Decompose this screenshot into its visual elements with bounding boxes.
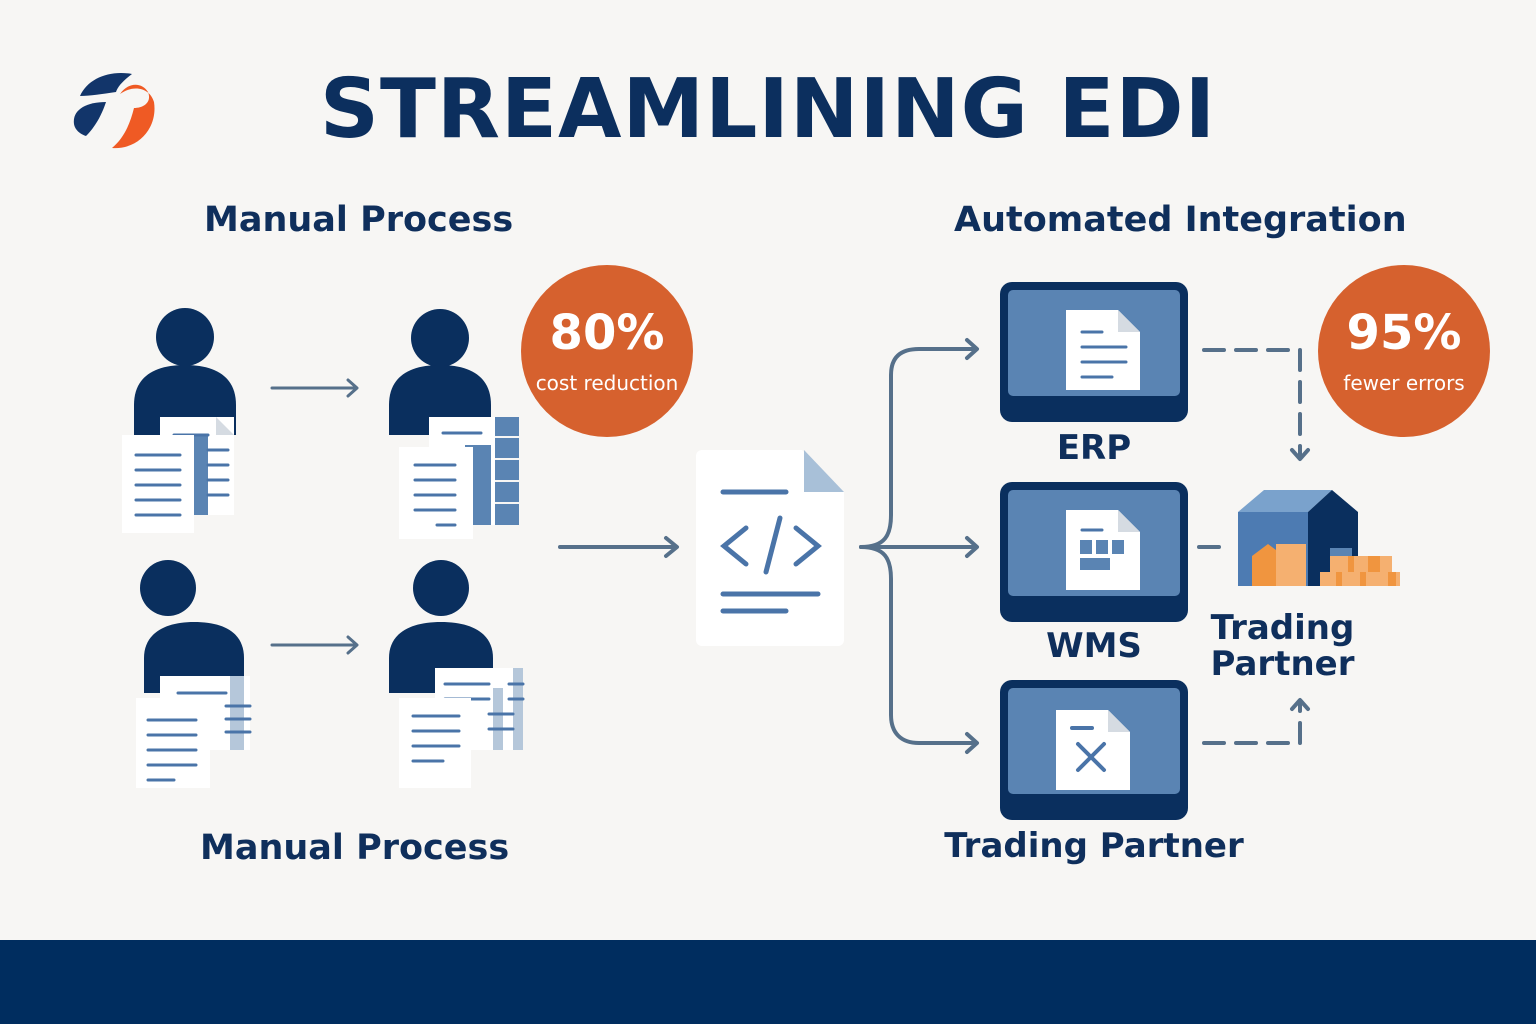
- person-with-documents-icon: [122, 308, 236, 533]
- dashed-arrow-up-icon: [1202, 698, 1310, 745]
- wms-label: WMS: [1046, 626, 1142, 666]
- fewer-errors-badge: 95% fewer errors: [1318, 265, 1490, 437]
- manual-process-caption: Manual Process: [200, 828, 510, 868]
- person-with-documents-icon: [136, 560, 252, 788]
- trading-partner-label-line1: Trading: [1210, 608, 1355, 648]
- dashed-arrow-down-icon: [1202, 348, 1310, 461]
- trading-partner-label: Trading Partner: [944, 826, 1244, 866]
- person-with-documents-icon: [389, 309, 519, 539]
- arrow-right-icon: [558, 536, 679, 558]
- arrow-right-icon: [270, 378, 359, 398]
- trading-partner-system-icon: [1000, 680, 1188, 820]
- dash-connector-icon: [1197, 545, 1221, 549]
- erp-system-icon: [1000, 282, 1188, 422]
- fewer-errors-caption: fewer errors: [1343, 371, 1465, 395]
- trading-partner-label-line2: Partner: [1210, 644, 1355, 684]
- fewer-errors-value: 95%: [1346, 305, 1462, 361]
- automated-integration-title: Automated Integration: [954, 200, 1407, 240]
- person-with-documents-icon: [389, 560, 525, 788]
- arrow-right-icon: [270, 635, 359, 655]
- manual-process-title: Manual Process: [204, 200, 514, 240]
- cost-reduction-caption: cost reduction: [535, 371, 679, 395]
- page-title: STREAMLINING EDI: [319, 62, 1217, 157]
- warehouse-icon: [1238, 490, 1400, 586]
- brand-logo-icon: [73, 68, 155, 149]
- cost-reduction-badge: 80% cost reduction: [521, 265, 693, 437]
- cost-reduction-value: 80%: [549, 305, 665, 361]
- branch-arrows-icon: [859, 338, 979, 754]
- footer-bar: [0, 940, 1536, 1024]
- wms-system-icon: [1000, 482, 1188, 622]
- erp-label: ERP: [1056, 428, 1132, 468]
- code-document-icon: [696, 450, 844, 646]
